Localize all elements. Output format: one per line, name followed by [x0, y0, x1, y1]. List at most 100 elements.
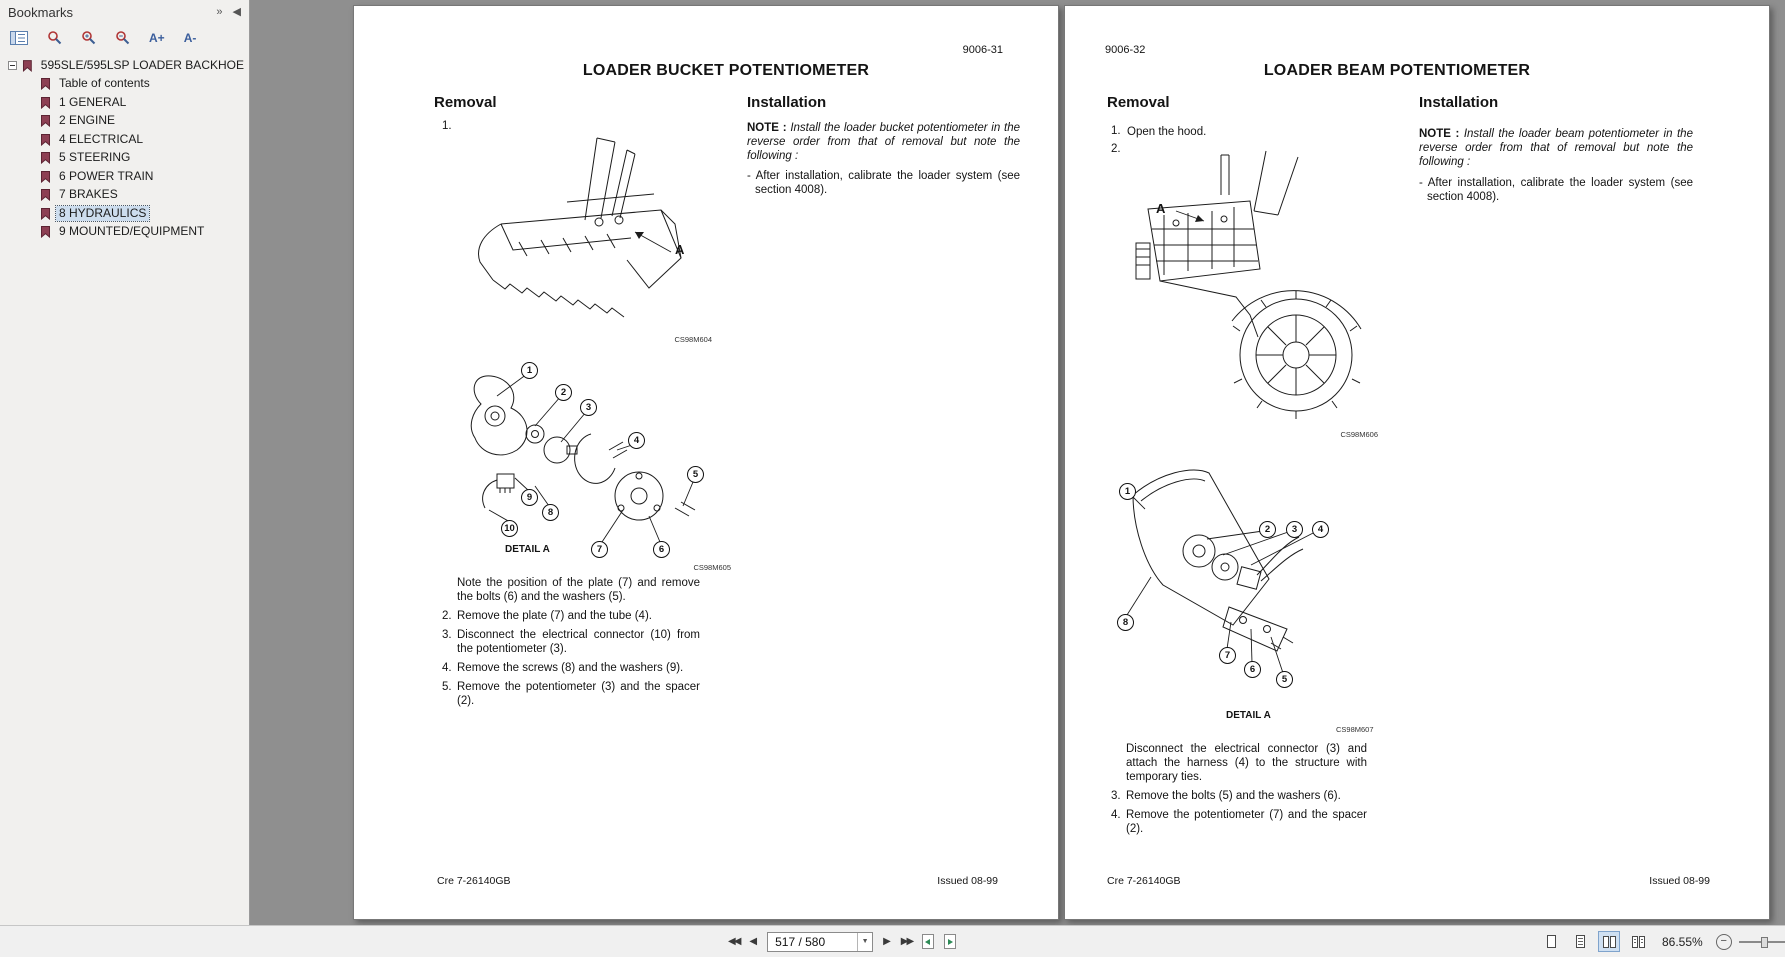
bookmark-find-previous-icon[interactable] — [115, 30, 130, 45]
step-number: 2. — [442, 610, 452, 622]
callout-7: 7 — [591, 541, 608, 558]
bookmark-item-brakes[interactable]: 7 BRAKES — [2, 186, 247, 205]
zoom-slider-thumb[interactable] — [1760, 936, 1768, 948]
bookmarks-panel: Bookmarks » ◀ — [0, 0, 250, 925]
decrease-font-icon[interactable]: A- — [183, 30, 197, 45]
continuous-layout-icon[interactable] — [1569, 931, 1591, 952]
bookmark-item-general[interactable]: 1 GENERAL — [2, 93, 247, 112]
note-label: NOTE : — [1419, 128, 1460, 140]
callout-5: 5 — [687, 466, 704, 483]
bookmark-item-toc[interactable]: Table of contents — [2, 75, 247, 94]
bookmark-label[interactable]: 1 GENERAL — [59, 94, 127, 109]
step: Disconnect the electrical connector (3) … — [1111, 742, 1367, 784]
zoom-out-button[interactable]: − — [1715, 933, 1732, 950]
bookmark-label[interactable]: 6 POWER TRAIN — [59, 168, 154, 183]
figure-code: CS98M607 — [1336, 725, 1374, 734]
bookmark-icon — [41, 189, 50, 202]
bookmark-item-mounted-equipment[interactable]: 9 MOUNTED/EQUIPMENT — [2, 223, 247, 242]
installation-bullet: - After installation, calibrate the load… — [1419, 177, 1693, 203]
next-view-icon[interactable] — [944, 934, 957, 949]
bookmark-item-engine[interactable]: 2 ENGINE — [2, 112, 247, 131]
installation-bullet: - After installation, calibrate the load… — [747, 170, 1020, 196]
bookmark-label[interactable]: Table of contents — [59, 76, 150, 91]
page-title: LOADER BUCKET POTENTIOMETER — [582, 62, 870, 79]
bookmark-icon — [41, 152, 50, 165]
bookmark-label-selected[interactable]: 8 HYDRAULICS — [54, 204, 151, 222]
bookmark-label[interactable]: 9 MOUNTED/EQUIPMENT — [59, 224, 205, 239]
step-number: 3. — [442, 629, 452, 641]
bookmark-item-power-train[interactable]: 6 POWER TRAIN — [2, 167, 247, 186]
callout-5: 5 — [1276, 671, 1293, 688]
document-viewport[interactable]: 9006-31 LOADER BUCKET POTENTIOMETER Remo… — [251, 0, 1785, 925]
callout-2: 2 — [1259, 521, 1276, 538]
page-footer-left: Cre 7-26140GB — [1107, 875, 1181, 887]
step: 3.Disconnect the electrical connector (1… — [442, 628, 700, 656]
zoom-level-value[interactable]: 86.55% — [1662, 934, 1703, 949]
bookmark-icon — [41, 226, 50, 239]
callout-4: 4 — [628, 432, 645, 449]
step-text: Disconnect the electrical connector (3) … — [1126, 743, 1367, 783]
expand-sidebar-icon[interactable]: » — [216, 6, 223, 18]
status-bar: ◀◀ ◀ 517 / 580 ▼ ▶ ▶▶ 86.55% − — [0, 925, 1785, 957]
bookmark-label[interactable]: 595SLE/595LSP LOADER BACKHOE — [40, 57, 244, 72]
panel-toggle-icon[interactable] — [10, 30, 28, 45]
bookmark-label[interactable]: 2 ENGINE — [59, 113, 116, 128]
bookmark-label[interactable]: 5 STEERING — [59, 150, 131, 165]
first-page-button[interactable]: ◀◀ — [728, 935, 741, 947]
figure-loader-beam-location: A CS98M606 — [1128, 149, 1380, 441]
figure-beam-potentiometer-detail: 1 2 3 4 8 7 6 5 DETAIL A CS98M607 — [1111, 457, 1381, 739]
step-number: 4. — [1111, 809, 1121, 821]
bookmark-locate-icon[interactable] — [47, 30, 62, 45]
bookmark-item-hydraulics[interactable]: 8 HYDRAULICS — [2, 204, 247, 223]
loader-bucket-line-art — [478, 137, 682, 318]
collapse-sidebar-icon[interactable]: ◀ — [232, 6, 241, 18]
bookmark-root-item[interactable]: 595SLE/595LSP LOADER BACKHOE — [2, 56, 247, 75]
bookmark-icon — [41, 133, 50, 146]
bookmarks-panel-header: Bookmarks » ◀ — [0, 0, 249, 25]
step-number: 1. — [1111, 125, 1121, 137]
callout-1: 1 — [521, 362, 538, 379]
section-heading-installation: Installation — [1419, 94, 1499, 111]
page-number-value[interactable]: 517 / 580 — [775, 934, 826, 949]
next-page-button[interactable]: ▶ — [883, 935, 891, 947]
previous-view-icon[interactable] — [922, 934, 935, 949]
figure-code: CS98M604 — [674, 335, 712, 344]
single-page-layout-icon[interactable] — [1540, 931, 1562, 952]
bookmark-item-steering[interactable]: 5 STEERING — [2, 149, 247, 168]
step-number: 5. — [442, 681, 452, 693]
step-number: 3. — [1111, 790, 1121, 802]
previous-page-button[interactable]: ◀ — [749, 935, 758, 947]
increase-font-icon[interactable]: A+ — [149, 30, 165, 45]
page-number-input[interactable]: 517 / 580 ▼ — [767, 931, 874, 952]
step-number: 4. — [442, 662, 452, 674]
callout-6: 6 — [1244, 661, 1261, 678]
page-dropdown-icon[interactable]: ▼ — [857, 932, 872, 951]
step-text: Remove the screws (8) and the washers (9… — [457, 662, 684, 674]
bookmark-icon — [41, 78, 50, 91]
tractor-line-art — [1135, 150, 1362, 419]
step: Note the position of the plate (7) and r… — [442, 576, 700, 604]
bookmark-label[interactable]: 4 ELECTRICAL — [59, 131, 144, 146]
bookmark-label[interactable]: 7 BRAKES — [59, 187, 118, 202]
continuous-facing-layout-icon[interactable] — [1627, 931, 1649, 952]
page-footer-right: Issued 08-99 — [937, 875, 998, 887]
collapse-expander-icon[interactable] — [8, 60, 17, 70]
facing-pages-layout-icon[interactable] — [1598, 931, 1620, 952]
page-footer-right: Issued 08-99 — [1649, 875, 1710, 887]
step-text: Remove the potentiometer (7) and the spa… — [1126, 809, 1367, 835]
installation-note: NOTE : Install the loader beam potentiom… — [1419, 127, 1693, 169]
last-page-button[interactable]: ▶▶ — [900, 935, 914, 947]
bookmark-icon — [41, 115, 50, 128]
page-left: 9006-31 LOADER BUCKET POTENTIOMETER Remo… — [353, 5, 1059, 920]
bookmark-item-electrical[interactable]: 4 ELECTRICAL — [2, 130, 247, 149]
figure-bucket-potentiometer-exploded: 1 2 3 4 5 6 7 8 9 10 DETAIL A CS98M605 — [439, 358, 749, 574]
figure-point-label: A — [1156, 201, 1166, 216]
bookmark-find-next-icon[interactable] — [81, 30, 96, 45]
section-heading-installation: Installation — [747, 94, 827, 111]
callout-10: 10 — [501, 520, 518, 537]
zoom-slider[interactable] — [1738, 934, 1785, 950]
bookmark-icon — [22, 59, 32, 72]
page-title: LOADER BEAM POTENTIOMETER — [1263, 62, 1531, 79]
page-navigation: ◀◀ ◀ 517 / 580 ▼ ▶ ▶▶ — [728, 926, 957, 957]
bookmarks-panel-title: Bookmarks — [8, 5, 74, 20]
